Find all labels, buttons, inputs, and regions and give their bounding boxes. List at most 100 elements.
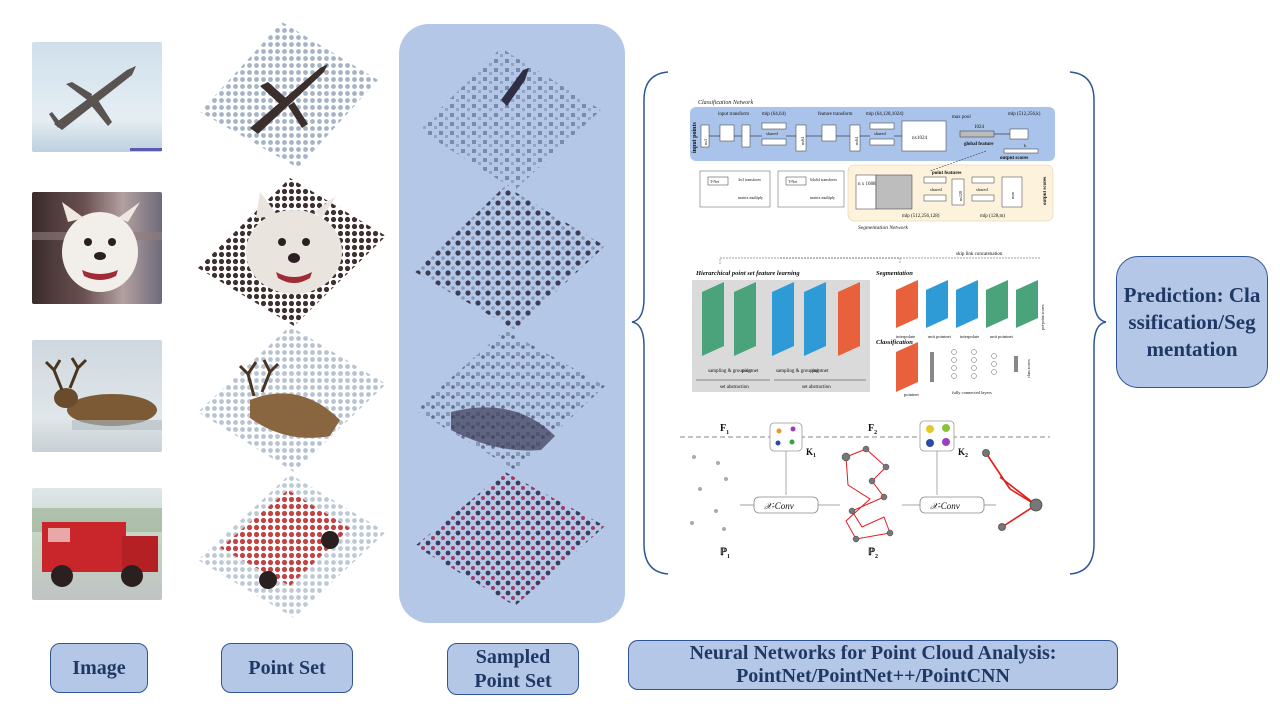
segmentation-label: Segmentation [876, 270, 913, 277]
unit-pointnet-label-1: unit pointnet [928, 334, 952, 339]
pointnet2-diagram: skip link concatenation Hierarchical poi… [692, 252, 1045, 397]
output-scores-label: output scores [1000, 156, 1028, 161]
set-abstraction-label-2: set abstraction [802, 385, 831, 390]
fully-connected-label: fully connected layers [952, 390, 992, 395]
shared-label-1: shared [766, 131, 778, 136]
point-features-label: point features [932, 171, 962, 176]
unit-pointnet-label-2: unit pointnet [990, 334, 1014, 339]
prediction-box: Prediction: Classification/Segmentation [1116, 256, 1268, 388]
dog-point-set [198, 178, 386, 326]
dim-1024-label: 1024 [974, 125, 985, 130]
networks-caption-line2: PointNet/PointNet++/PointCNN [736, 665, 1010, 687]
feature-transform-label: feature transform [818, 112, 853, 117]
input-points-label: input points [692, 121, 698, 153]
p2-subscript: 2 [875, 554, 878, 560]
skip-link-label: skip link concatenation [956, 252, 1003, 257]
set-abstraction-label-1: set abstraction [720, 385, 749, 390]
image-caption-label: Image [72, 656, 126, 679]
svg-text:F2: F2 [868, 423, 877, 436]
tnet-label-2: T-Net [788, 179, 798, 184]
mlp-64-128-1024-label: mlp (64,128,1024) [866, 112, 904, 117]
shared-label-2: shared [874, 131, 886, 136]
k2-subscript: 2 [965, 453, 968, 459]
deer-image [32, 340, 162, 452]
f1-label: F [720, 423, 726, 434]
right-brace [1069, 71, 1107, 575]
nx1024-block [901, 120, 947, 152]
class-scores-label: class scores [1026, 359, 1031, 378]
matrix-multiply-label-1: matrix multiply [738, 195, 763, 200]
n-x-1088-label: n x 1088 [858, 182, 876, 187]
p2-label: ℙ [868, 547, 875, 558]
airplane-point-set [200, 22, 378, 168]
t3x3-label: 3x3 transform [738, 177, 761, 182]
global-feature-bar [959, 130, 995, 138]
hierarchical-label: Hierarchical point set feature learning [695, 270, 800, 277]
tnet-label-1: T-Net [710, 179, 720, 184]
deer-point-set [198, 326, 386, 472]
point-set-caption: Point Set [221, 643, 353, 693]
shared-label-4: shared [976, 187, 988, 192]
nx1024-label: nx1024 [912, 136, 928, 141]
p1-subscript: 1 [727, 554, 730, 560]
input-transform-block [719, 124, 735, 142]
input-transform-label: input transform [718, 112, 749, 117]
truck-point-set [198, 474, 386, 618]
mlp-512-256-128-label: mlp (512,256,128) [902, 214, 940, 219]
interpolate-label-1: interpolate [896, 334, 915, 339]
sampled-caption-line1: Sampled [475, 646, 551, 668]
nxm-label: nxm [1010, 191, 1015, 199]
sampled-point-set-column [415, 48, 605, 606]
seg-output-scores-label: output scores [1043, 177, 1048, 205]
f2-label: F [868, 423, 874, 434]
k1-box [769, 422, 803, 452]
networks-caption: Neural Networks for Point Cloud Analysis… [628, 640, 1118, 690]
pointnet-diagram: Classification Network input points nx3 … [690, 99, 1055, 231]
f1-subscript: 1 [726, 430, 729, 436]
interpolate-label-2: interpolate [960, 334, 979, 339]
classification-layer [896, 342, 918, 392]
nx128-label: nx128 [958, 191, 963, 201]
sampled-caption-line2: Point Set [474, 670, 552, 692]
networks-caption-line1: Neural Networks for Point Cloud Analysis… [689, 642, 1057, 664]
global-feature-label: global feature [964, 142, 994, 147]
scatter-points-f1 [690, 455, 728, 531]
k2-label: K [958, 447, 965, 457]
sampling-grouping-label-2: sampling & grouping [776, 369, 819, 374]
per-point-scores-label: per-point scores [1040, 304, 1045, 330]
shared-label-3: shared [930, 187, 942, 192]
p1-label: ℙ [720, 547, 727, 558]
sampled-point-set-caption: Sampled Point Set [447, 643, 579, 695]
t64x64-label: 64x64 transform [810, 177, 837, 182]
matrix-multiply-label-2: matrix multiply [810, 195, 835, 200]
mlp-64-64-label: mlp (64,64) [762, 112, 786, 117]
image-caption: Image [50, 643, 148, 693]
sampling-grouping-label-1: sampling & grouping [708, 369, 751, 374]
nx3-label: nx3 [703, 139, 708, 145]
left-brace [631, 71, 669, 575]
k-label: k [1024, 143, 1027, 148]
pointnet-label-2: pointnet [812, 369, 829, 374]
xconv-label-1: 𝒳-Conv [764, 501, 794, 511]
classification-label: Classification [876, 339, 913, 346]
mlp-128-m-label: mlp (128,m) [980, 214, 1005, 219]
svg-text:ℙ2: ℙ2 [868, 547, 878, 560]
classification-network-label: Classification Network [698, 99, 754, 106]
svg-text:K2: K2 [958, 447, 968, 459]
k1-subscript: 1 [813, 453, 816, 459]
segmentation-network-label: Segmentation Network [858, 225, 909, 231]
feature-transform-block [821, 124, 837, 142]
point-set-caption-label: Point Set [248, 656, 326, 679]
nx64-label-1: nx64 [800, 137, 805, 145]
k1-label: K [806, 447, 813, 457]
nx64-label-2: nx64 [854, 137, 859, 145]
segmentation-layers [896, 280, 1038, 328]
xconv-label-2: 𝒳-Conv [930, 501, 960, 511]
f2-subscript: 2 [874, 430, 877, 436]
svg-text:F1: F1 [720, 423, 729, 436]
classification-network-box [690, 107, 1055, 161]
mlp-512-256-k-label: mlp (512,256,k) [1008, 112, 1041, 117]
airplane-image [32, 42, 162, 152]
prediction-label: Prediction: Classification/Segmentation [1123, 282, 1261, 361]
red-graph-2 [985, 452, 1037, 528]
